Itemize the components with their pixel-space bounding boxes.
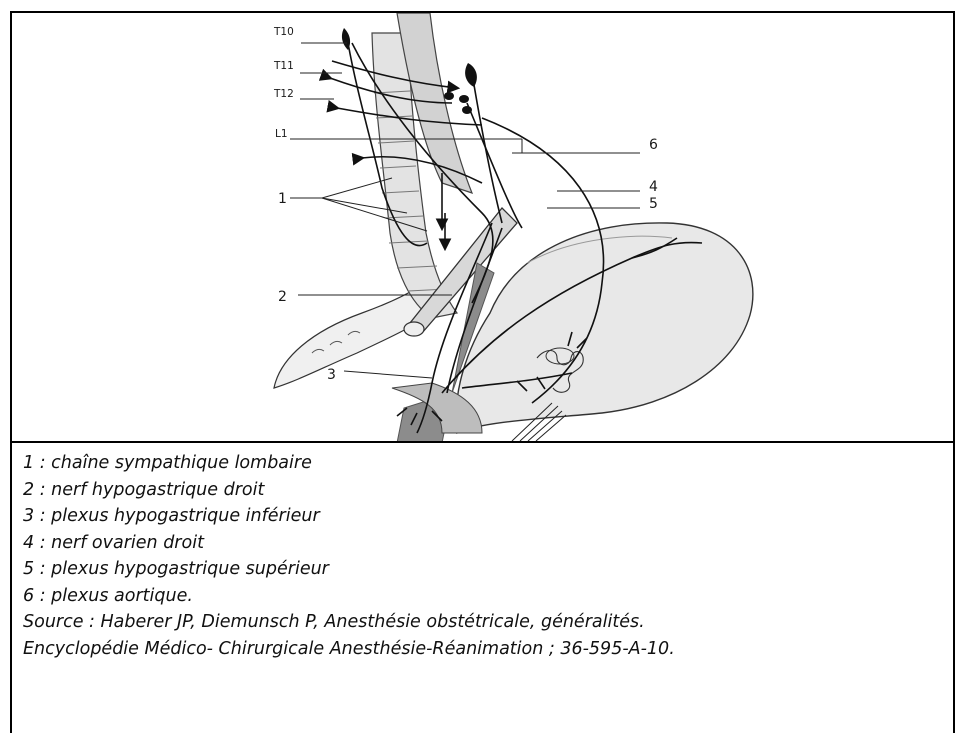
legend-item-5: 5 : plexus hypogastrique supérieur xyxy=(23,556,943,583)
figure-caption-divider xyxy=(10,441,955,443)
pelvic-innervation-diagram: T10 T11 T12 L1 6 4 5 1 2 3 xyxy=(12,13,953,441)
legend-item-2: 2 : nerf hypogastrique droit xyxy=(23,477,943,504)
label-l1: L1 xyxy=(275,128,288,140)
legend-item-4: 4 : nerf ovarien droit xyxy=(23,530,943,557)
sacrum-shape xyxy=(274,288,432,388)
label-1: 1 xyxy=(278,191,287,207)
label-3: 3 xyxy=(327,367,336,383)
anatomical-figure: T10 T11 T12 L1 6 4 5 1 2 3 xyxy=(12,13,953,441)
legend-item-3: 3 : plexus hypogastrique inférieur xyxy=(23,503,943,530)
label-t10: T10 xyxy=(273,26,294,38)
source-line-2: Encyclopédie Médico- Chirurgicale Anesth… xyxy=(23,636,943,663)
label-t11: T11 xyxy=(273,60,294,72)
source-line-1: Source : Haberer JP, Diemunsch P, Anesth… xyxy=(23,609,943,636)
label-t12: T12 xyxy=(273,88,294,100)
label-2: 2 xyxy=(278,289,287,305)
legend-item-1: 1 : chaîne sympathique lombaire xyxy=(23,450,943,477)
label-6: 6 xyxy=(649,137,658,153)
legend-item-6: 6 : plexus aortique. xyxy=(23,583,943,610)
label-4: 4 xyxy=(649,179,658,195)
figure-legend: 1 : chaîne sympathique lombaire 2 : nerf… xyxy=(23,450,943,662)
label-5: 5 xyxy=(649,196,658,212)
uterus-shape xyxy=(456,223,753,433)
